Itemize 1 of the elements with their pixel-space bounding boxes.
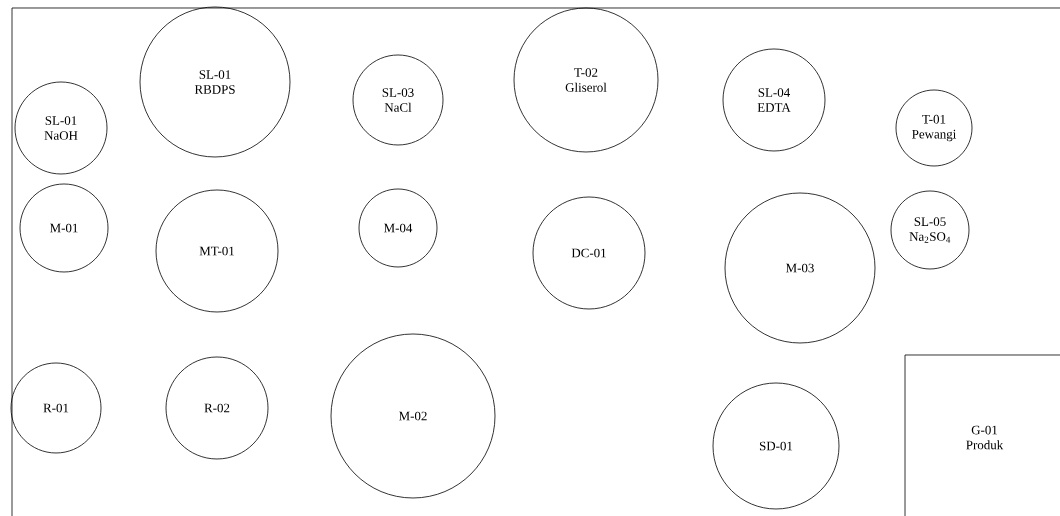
storage-box: G-01 Produk [904, 354, 1060, 516]
